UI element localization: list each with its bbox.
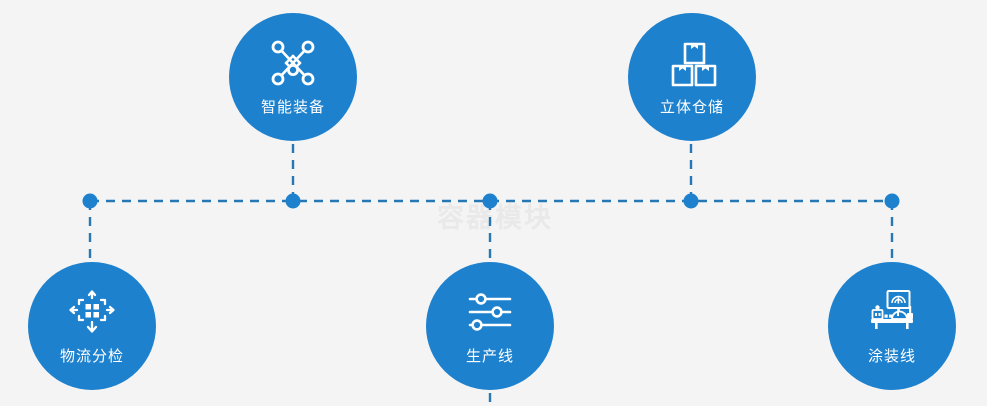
node-label: 物流分检 <box>59 348 124 365</box>
node-painting-line[interactable]: 涂装线 <box>828 262 956 390</box>
watermark-text: 容器模块 <box>437 203 553 233</box>
network-nodes-icon <box>267 37 319 89</box>
node-intelligent-equipment[interactable]: 智能装备 <box>229 13 357 141</box>
factory-line-icon <box>866 286 918 338</box>
node-label: 智能装备 <box>260 99 325 116</box>
node-label: 生产线 <box>465 348 514 365</box>
node-label: 涂装线 <box>867 348 916 365</box>
bus-dot <box>285 193 301 209</box>
sliders-icon <box>464 286 516 338</box>
node-stereoscopic-warehouse[interactable]: 立体仓储 <box>628 13 756 141</box>
stacked-boxes-icon <box>666 37 718 89</box>
bus-dot <box>482 193 498 209</box>
bus-dot <box>683 193 699 209</box>
node-label: 立体仓储 <box>659 99 724 116</box>
node-logistics-sorting[interactable]: 物流分检 <box>28 262 156 390</box>
bus-dot <box>82 193 98 209</box>
node-production-line[interactable]: 生产线 <box>426 262 554 390</box>
sorting-arrows-icon <box>66 286 118 338</box>
bus-dot <box>884 193 900 209</box>
